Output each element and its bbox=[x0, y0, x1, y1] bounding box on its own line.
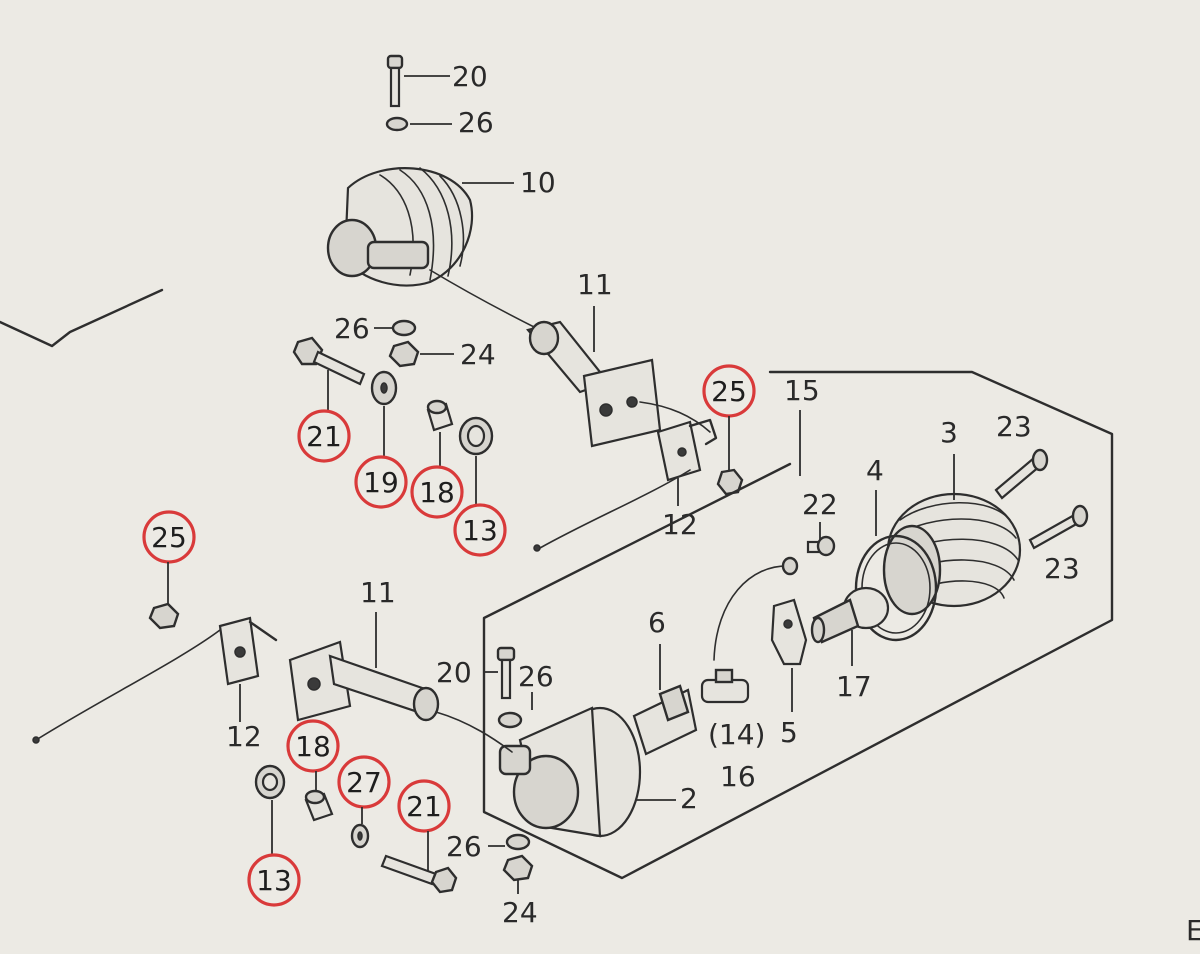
label-20-top: 20 bbox=[452, 60, 488, 93]
label-26-top: 26 bbox=[458, 106, 494, 139]
screw-23-bottom bbox=[1028, 504, 1089, 550]
highlight-ring-13-bottom bbox=[247, 853, 301, 907]
socket-6 bbox=[632, 684, 698, 756]
label-21-top: 21 bbox=[306, 420, 342, 453]
screw-23-top bbox=[994, 448, 1049, 500]
highlight-ring-21-bottom bbox=[397, 779, 451, 833]
label-23-top: 23 bbox=[996, 410, 1032, 443]
highlight-ring-13-top bbox=[453, 503, 507, 557]
label-25-top: 25 bbox=[711, 375, 747, 408]
lower-bolt-20 bbox=[496, 646, 516, 700]
label-19: 19 bbox=[363, 466, 399, 499]
assembly-box-15 bbox=[482, 370, 1114, 880]
label-3: 3 bbox=[940, 416, 958, 449]
label-18-bottom: 18 bbox=[295, 730, 331, 763]
upper-left-rod bbox=[0, 288, 164, 348]
lower-bolt-21 bbox=[380, 854, 458, 894]
label-4: 4 bbox=[866, 454, 884, 487]
upper-nut-24 bbox=[388, 340, 420, 368]
gasket-4 bbox=[854, 534, 938, 642]
highlight-ring-18-bottom bbox=[286, 719, 340, 773]
label-5: 5 bbox=[780, 716, 798, 749]
upper-washer-26 bbox=[385, 116, 409, 132]
label-14: (14) bbox=[708, 718, 765, 751]
upper-bracket-12 bbox=[656, 418, 718, 482]
screw-22 bbox=[806, 535, 836, 557]
socket-14 bbox=[700, 668, 750, 704]
label-21-bottom: 21 bbox=[406, 790, 442, 823]
label-26-mid: 26 bbox=[334, 312, 370, 345]
upper-washer-26b bbox=[391, 319, 417, 337]
label-13-bottom: 13 bbox=[256, 864, 292, 897]
housing-2 bbox=[498, 706, 642, 838]
left-nut-25 bbox=[148, 602, 180, 630]
lower-washer-26b bbox=[505, 833, 531, 851]
edge-mark: E bbox=[1186, 914, 1200, 947]
label-11-top: 11 bbox=[577, 268, 613, 301]
upper-bolt-20 bbox=[386, 54, 404, 108]
label-16: 16 bbox=[720, 760, 756, 793]
label-15: 15 bbox=[784, 374, 820, 407]
upper-bolt-21 bbox=[292, 336, 366, 386]
upper-stem-11 bbox=[526, 320, 662, 448]
label-25-left: 25 bbox=[151, 521, 187, 554]
label-17: 17 bbox=[836, 670, 872, 703]
label-26-bottom: 26 bbox=[518, 660, 554, 693]
lower-stem-11 bbox=[288, 640, 440, 722]
label-6: 6 bbox=[648, 606, 666, 639]
lower-bracket-12 bbox=[218, 616, 278, 686]
label-20-bottom: 20 bbox=[436, 656, 472, 689]
highlight-ring-27 bbox=[337, 755, 391, 809]
label-23-bottom: 23 bbox=[1044, 552, 1080, 585]
label-24-lower: 24 bbox=[502, 896, 538, 929]
highlight-ring-18-top bbox=[410, 465, 464, 519]
label-10: 10 bbox=[520, 166, 556, 199]
lens-3 bbox=[882, 492, 1022, 616]
label-18-top: 18 bbox=[419, 476, 455, 509]
label-24-mid: 24 bbox=[460, 338, 496, 371]
label-26-lower: 26 bbox=[446, 830, 482, 863]
label-12-bottom: 12 bbox=[226, 720, 262, 753]
lower-nut-24 bbox=[502, 854, 534, 882]
label-11-bottom: 11 bbox=[360, 576, 396, 609]
contact-5 bbox=[770, 598, 808, 666]
label-13-top: 13 bbox=[462, 514, 498, 547]
upper-nut-25 bbox=[716, 468, 744, 496]
bulb-17 bbox=[810, 586, 890, 644]
lower-washer-26 bbox=[497, 711, 523, 729]
highlight-ring-25-left bbox=[142, 510, 196, 564]
label-22: 22 bbox=[802, 488, 838, 521]
highlight-ring-21-top bbox=[297, 409, 351, 463]
label-2: 2 bbox=[680, 782, 698, 815]
upper-lamp-10 bbox=[326, 167, 474, 287]
highlight-ring-19 bbox=[354, 455, 408, 509]
label-27: 27 bbox=[346, 766, 382, 799]
